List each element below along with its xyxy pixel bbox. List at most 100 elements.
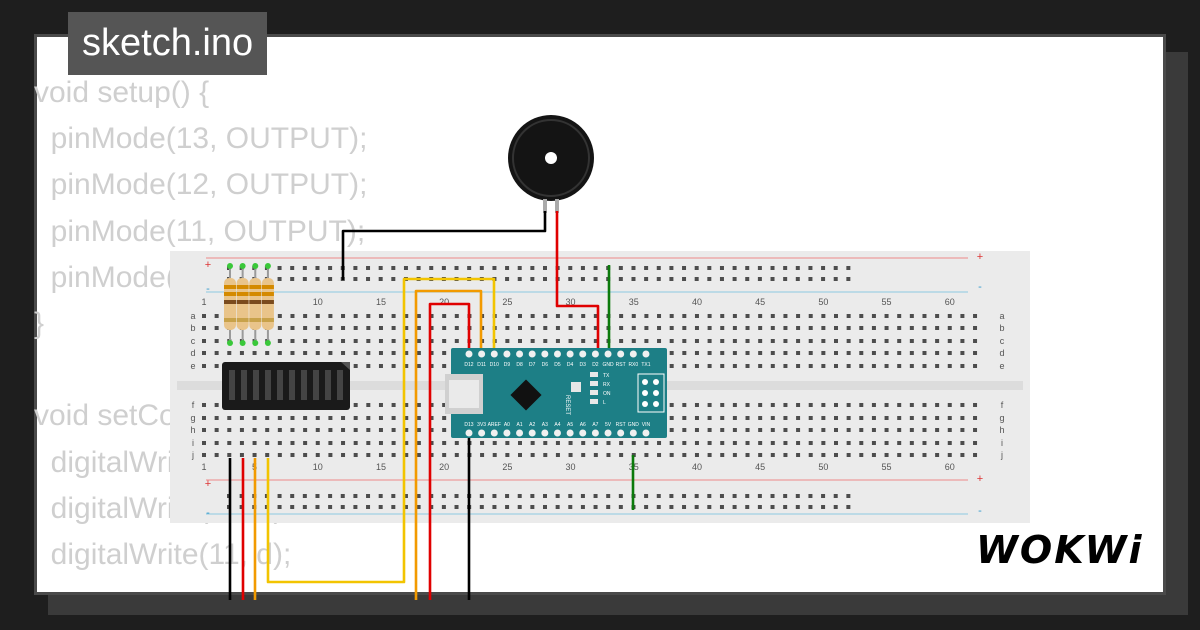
- breadboard-hole: [808, 351, 813, 355]
- arduino-pin: [516, 429, 524, 437]
- breadboard-hole: [631, 326, 636, 330]
- status-led: [590, 381, 598, 386]
- breadboard-hole: [581, 441, 586, 445]
- breadboard-hole: [214, 364, 219, 368]
- breadboard-hole: [770, 441, 775, 445]
- breadboard-hole: [682, 326, 687, 330]
- rail-hole: [302, 505, 307, 509]
- breadboard-hole: [884, 339, 889, 343]
- column-number: 10: [313, 297, 323, 307]
- breadboard-hole: [960, 364, 965, 368]
- rail-hole: [543, 505, 547, 509]
- breadboard-hole: [353, 314, 358, 318]
- breadboard-hole: [732, 326, 737, 330]
- breadboard-hole: [947, 428, 952, 432]
- reset-label: RESET: [564, 395, 570, 415]
- arduino-pin: [503, 350, 511, 358]
- rail-hole: [315, 505, 320, 509]
- rail-hole: [669, 505, 674, 509]
- breadboard-hole: [442, 428, 447, 432]
- resistor-band: [224, 318, 236, 322]
- column-number: 45: [755, 297, 765, 307]
- rail-hole: [694, 494, 699, 498]
- breadboard-hole: [353, 403, 358, 407]
- breadboard-hole: [973, 351, 978, 355]
- rail-hole: [530, 277, 535, 281]
- breadboard-hole: [391, 351, 396, 355]
- breadboard-hole: [315, 416, 320, 420]
- breadboard-hole: [657, 453, 662, 457]
- rail-hole: [580, 494, 585, 498]
- rail-hole: [618, 277, 623, 281]
- breadboard-hole: [821, 314, 826, 318]
- breadboard-hole: [707, 416, 712, 420]
- breadboard-hole: [606, 453, 611, 457]
- breadboard-hole: [909, 339, 914, 343]
- breadboard-hole: [328, 314, 333, 318]
- rail-hole: [821, 494, 826, 498]
- breadboard-hole: [239, 453, 244, 457]
- rail-hole: [505, 266, 510, 270]
- rail-hole: [719, 277, 724, 281]
- resistor-pin: [227, 263, 233, 269]
- breadboard-hole: [682, 403, 687, 407]
- breadboard-hole: [315, 453, 320, 457]
- breadboard-hole: [922, 364, 927, 368]
- breadboard-hole: [214, 403, 219, 407]
- status-led-label: L: [603, 400, 606, 406]
- rail-hole: [682, 494, 687, 498]
- breadboard-hole: [821, 339, 826, 343]
- breadboard-hole: [897, 441, 902, 445]
- rail-hole: [833, 505, 838, 509]
- breadboard-hole: [682, 453, 687, 457]
- breadboard-hole: [871, 364, 876, 368]
- arduino-pin: [566, 350, 574, 358]
- breadboard-hole: [568, 441, 573, 445]
- breadboard-hole: [366, 441, 371, 445]
- breadboard-hole: [644, 326, 649, 330]
- breadboard-hole: [303, 453, 308, 457]
- breadboard-hole: [227, 428, 232, 432]
- breadboard-hole: [720, 339, 725, 343]
- rail-hole: [441, 494, 446, 498]
- arduino-pin-label: D12: [464, 362, 473, 368]
- breadboard-hole: [732, 441, 737, 445]
- breadboard-hole: [884, 416, 889, 420]
- breadboard-hole: [454, 326, 459, 330]
- rail-hole: [682, 266, 687, 270]
- breadboard-hole: [758, 364, 763, 368]
- column-number: 15: [376, 297, 386, 307]
- icsp-pin: [642, 401, 648, 407]
- column-number: 25: [502, 297, 512, 307]
- breadboard-hole: [758, 403, 763, 407]
- arduino-pin-label: D4: [567, 362, 574, 368]
- breadboard-hole: [442, 441, 447, 445]
- breadboard-hole: [909, 314, 914, 318]
- breadboard-hole: [808, 428, 813, 432]
- arduino-pin-label: A1: [516, 422, 522, 428]
- breadboard-hole: [732, 364, 737, 368]
- breadboard-hole: [694, 416, 699, 420]
- status-led-label: ON: [603, 391, 611, 397]
- breadboard-hole: [543, 339, 548, 343]
- buzzer-pin: [555, 199, 559, 213]
- usb-port-inner: [449, 380, 479, 408]
- breadboard-hole: [669, 314, 674, 318]
- breadboard-hole: [391, 416, 396, 420]
- breadboard-hole: [897, 416, 902, 420]
- breadboard-hole: [922, 326, 927, 330]
- breadboard-hole: [821, 416, 826, 420]
- rail-hole: [618, 505, 623, 509]
- breadboard-hole: [783, 441, 788, 445]
- breadboard-hole: [694, 453, 699, 457]
- arduino-pin: [553, 429, 561, 437]
- breadboard-hole: [973, 326, 978, 330]
- rail-hole: [315, 266, 320, 270]
- breadboard-hole: [328, 441, 333, 445]
- breadboard-hole: [846, 351, 851, 355]
- breadboard-hole: [935, 351, 940, 355]
- rail-hole: [618, 494, 623, 498]
- file-tab[interactable]: sketch.ino: [68, 12, 268, 75]
- rail-hole: [543, 494, 547, 498]
- breadboard-hole: [202, 351, 206, 355]
